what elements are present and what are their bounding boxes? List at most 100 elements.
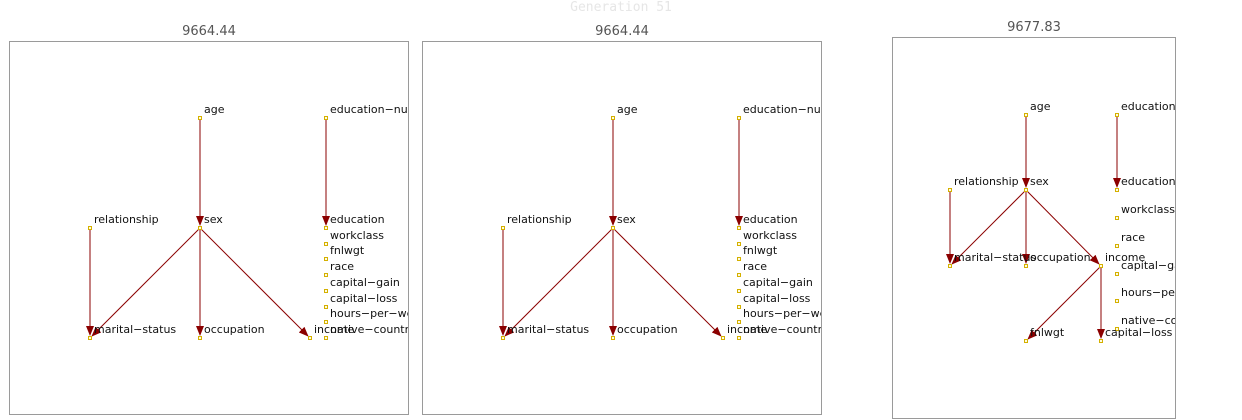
node-relationship <box>948 188 952 192</box>
node-capital-gain <box>1115 272 1119 276</box>
graph-svg: ageeducation−relationshipsexeducationwor… <box>946 100 1175 343</box>
node-education-num <box>324 116 328 120</box>
node-marital-status <box>501 336 505 340</box>
node-label-occupation: occupation <box>1030 251 1091 264</box>
node-label-fnlwgt: fnlwgt <box>330 244 365 257</box>
node-education <box>737 226 741 230</box>
node-capital-gain <box>737 289 741 293</box>
node-label-income: income <box>1105 251 1146 264</box>
node-income <box>1099 264 1103 268</box>
node-label-sex: sex <box>617 213 636 226</box>
node-race <box>737 273 741 277</box>
node-label-race: race <box>743 260 767 273</box>
node-label-income: income <box>314 323 355 336</box>
node-label-hours-per-week: hours−per <box>1121 286 1175 299</box>
node-label-sex: sex <box>204 213 223 226</box>
panel-3-score: 9677.83 <box>1007 20 1061 35</box>
node-workclass <box>737 242 741 246</box>
node-hours-per-week <box>737 320 741 324</box>
node-race <box>1115 244 1119 248</box>
node-label-age: age <box>204 103 225 116</box>
node-label-occupation: occupation <box>204 323 265 336</box>
node-occupation <box>611 336 615 340</box>
node-native-country <box>324 336 328 340</box>
node-label-fnlwgt: fnlwgt <box>743 244 778 257</box>
node-education <box>1115 188 1119 192</box>
edge-sex-to-income <box>1025 189 1100 265</box>
node-education <box>324 226 328 230</box>
node-workclass <box>324 242 328 246</box>
node-native-country <box>1115 327 1119 331</box>
node-label-capital-loss: capital−loss <box>743 292 811 305</box>
node-label-hours-per-week: hours−per−we <box>330 307 408 320</box>
node-sex <box>1024 188 1028 192</box>
node-label-capital-gain: capital−ga <box>1121 259 1175 272</box>
node-label-workclass: workclass <box>1121 203 1175 216</box>
node-hours-per-week <box>324 320 328 324</box>
node-income <box>308 336 312 340</box>
node-sex <box>611 226 615 230</box>
node-label-marital-status: marital−status <box>94 323 176 336</box>
panel-1-score: 9664.44 <box>182 24 236 39</box>
node-label-capital-loss: capital−loss <box>330 292 398 305</box>
node-marital-status <box>948 264 952 268</box>
node-label-capital-gain: capital−gain <box>743 276 813 289</box>
node-label-age: age <box>617 103 638 116</box>
node-native-country <box>737 336 741 340</box>
node-capital-loss <box>737 305 741 309</box>
node-fnlwgt <box>324 257 328 261</box>
node-label-education: education <box>1121 175 1175 188</box>
node-sex <box>198 226 202 230</box>
node-label-marital-status: marital−status <box>954 251 1036 264</box>
node-race <box>324 273 328 277</box>
graph-svg: age education−nur relationship sex education… <box>499 103 821 340</box>
node-label-native-country: native−countr <box>743 323 821 336</box>
edge-sex-to-income <box>199 227 309 337</box>
node-education-num <box>737 116 741 120</box>
generation-title: Generation 51 <box>570 0 672 15</box>
node-marital-status <box>88 336 92 340</box>
graph-panel-2: age education−nur relationship sex education… <box>422 41 822 415</box>
graph-panel-3: ageeducation−relationshipsexeducationwor… <box>892 37 1176 419</box>
node-label-education-num: education− <box>1121 100 1175 113</box>
node-fnlwgt <box>737 257 741 261</box>
node-age <box>1024 113 1028 117</box>
node-label-race: race <box>330 260 354 273</box>
node-label-fnlwgt: fnlwgt <box>1030 326 1065 339</box>
node-hours-per-week <box>1115 299 1119 303</box>
node-capital-loss <box>1099 339 1103 343</box>
node-relationship <box>501 226 505 230</box>
node-label-native-country: native−co <box>1121 314 1175 327</box>
node-label-marital-status: marital−status <box>507 323 589 336</box>
node-income <box>721 336 725 340</box>
node-label-relationship: relationship <box>94 213 159 226</box>
edge-sex-to-income <box>612 227 722 337</box>
node-occupation <box>198 336 202 340</box>
node-age <box>611 116 615 120</box>
node-label-workclass: workclass <box>330 229 384 242</box>
node-label-occupation: occupation <box>617 323 678 336</box>
graph-panel-1: age education−nur relationship sex education… <box>9 41 409 415</box>
node-capital-loss <box>324 305 328 309</box>
graph-svg: age education−nur relationship sex education… <box>86 103 408 340</box>
node-label-relationship: relationship <box>507 213 572 226</box>
node-label-income: income <box>727 323 768 336</box>
panel-2-score: 9664.44 <box>595 24 649 39</box>
node-label-education: education <box>743 213 798 226</box>
edge-sex-to-marital-status <box>504 227 614 337</box>
node-label-education-num: education−nur <box>330 103 408 116</box>
node-label-race: race <box>1121 231 1145 244</box>
node-age <box>198 116 202 120</box>
node-occupation <box>1024 264 1028 268</box>
edge-sex-to-marital-status <box>951 189 1027 265</box>
node-label-relationship: relationship <box>954 175 1019 188</box>
node-label-education-num: education−nur <box>743 103 821 116</box>
node-label-workclass: workclass <box>743 229 797 242</box>
node-workclass <box>1115 216 1119 220</box>
edge-sex-to-marital-status <box>91 227 201 337</box>
node-label-capital-gain: capital−gain <box>330 276 400 289</box>
node-label-capital-loss: capital−loss <box>1105 326 1173 339</box>
node-label-education: education <box>330 213 385 226</box>
node-label-age: age <box>1030 100 1051 113</box>
node-fnlwgt <box>1024 339 1028 343</box>
